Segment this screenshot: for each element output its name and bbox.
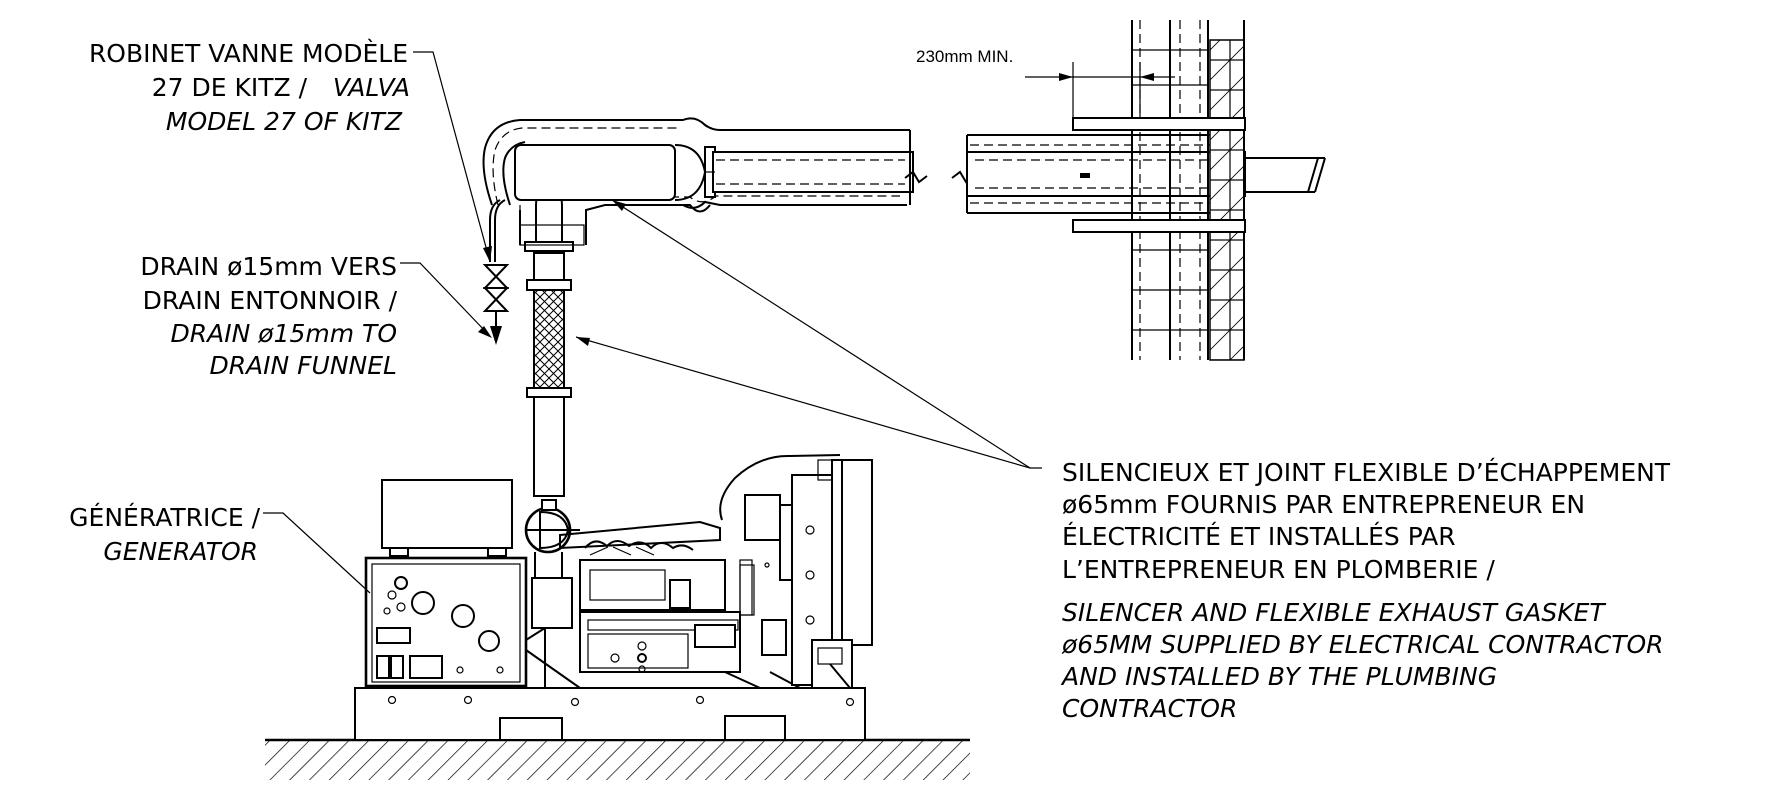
drain-label-fr-1: DRAIN ø15mm VERS bbox=[140, 252, 397, 281]
silencer-label-fr-3: ÉLECTRICITÉ ET INSTALLÉS PAR bbox=[1062, 522, 1456, 551]
generator-label-en: GENERATOR bbox=[103, 537, 258, 566]
valve-label-fr-2: 27 DE KITZ / bbox=[152, 73, 308, 102]
silencer-label-en-4: CONTRACTOR bbox=[1062, 694, 1237, 723]
silencer bbox=[482, 117, 928, 245]
generator-callout: GÉNÉRATRICE / GENERATOR bbox=[69, 503, 260, 566]
exhaust-pipe-through-wall bbox=[951, 134, 1326, 214]
wall bbox=[1072, 20, 1246, 361]
generator-label-fr: GÉNÉRATRICE / bbox=[69, 503, 260, 532]
valve-callout: ROBINET VANNE MODÈLE 27 DE KITZ / VALVA … bbox=[89, 39, 410, 136]
silencer-label-en-2: ø65MM SUPPLIED BY ELECTRICAL CONTRACTOR bbox=[1061, 630, 1664, 659]
clearance-dimension: 230mm MIN. bbox=[916, 47, 1175, 118]
leader-lines bbox=[263, 51, 1042, 594]
drain-valve bbox=[482, 199, 510, 345]
valve-label-en-1: VALVA bbox=[333, 73, 410, 102]
drain-label-fr-2: DRAIN ENTONNOIR / bbox=[143, 286, 398, 315]
ground-hatch bbox=[265, 738, 970, 780]
valve-label-en-2: MODEL 27 OF KITZ bbox=[166, 107, 403, 136]
exhaust-stack bbox=[519, 186, 585, 497]
engine-exhaust-outlet bbox=[524, 499, 580, 578]
silencer-label-fr-1: SILENCIEUX ET JOINT FLEXIBLE D’ÉCHAPPEME… bbox=[1062, 458, 1671, 487]
generator bbox=[354, 454, 873, 741]
drain-callout: DRAIN ø15mm VERS DRAIN ENTONNOIR / DRAIN… bbox=[140, 252, 397, 380]
clearance-label: 230mm MIN. bbox=[916, 47, 1013, 66]
silencer-callout: SILENCIEUX ET JOINT FLEXIBLE D’ÉCHAPPEME… bbox=[1060, 458, 1671, 723]
drain-label-en-1: DRAIN ø15mm TO bbox=[171, 319, 397, 348]
drain-label-en-2: DRAIN FUNNEL bbox=[209, 351, 397, 380]
silencer-label-fr-4: L’ENTREPRENEUR EN PLOMBERIE / bbox=[1062, 555, 1495, 584]
silencer-label-en-1: SILENCER AND FLEXIBLE EXHAUST GASKET bbox=[1062, 598, 1606, 627]
silencer-label-fr-2: ø65mm FOURNIS PAR ENTREPRENEUR EN bbox=[1062, 490, 1585, 519]
valve-label-fr-1: ROBINET VANNE MODÈLE bbox=[89, 39, 408, 68]
silencer-label-en-3: AND INSTALLED BY THE PLUMBING bbox=[1060, 662, 1497, 691]
